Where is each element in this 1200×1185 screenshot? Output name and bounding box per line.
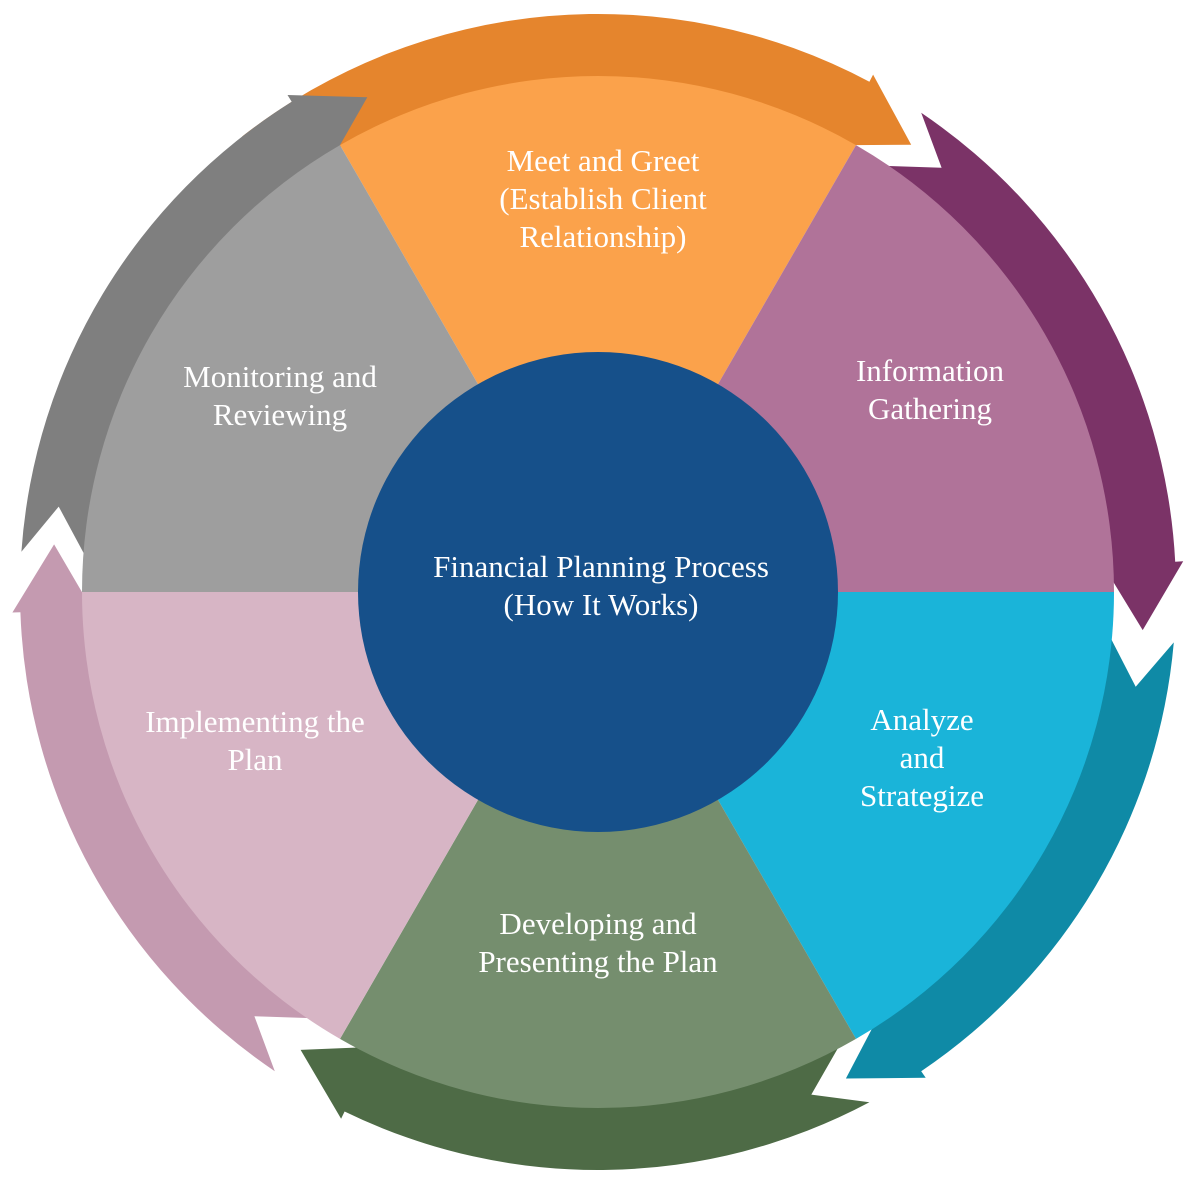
arrow-band-meet-and-greet [242, 13, 912, 188]
step-label-meet-and-greet: Meet and Greet (Establish Client Relatio… [499, 143, 707, 254]
arrow-band-analyze-and-strategize [845, 636, 1174, 1079]
center-circle [358, 352, 838, 832]
segment-meet-and-greet [340, 75, 856, 592]
segment-developing-plan [340, 592, 856, 1109]
step-label-information-gathering: Information Gathering [855, 353, 1005, 426]
arrow-band-information-gathering [885, 112, 1184, 631]
step-label-monitoring-reviewing: Monitoring and Reviewing [183, 359, 377, 432]
arrow-band-developing-plan [300, 1045, 870, 1170]
arrow-band-monitoring-reviewing [21, 95, 368, 557]
step-label-implementing-plan: Implementing the Plan [145, 704, 365, 777]
step-label-developing-plan: Developing and Presenting the Plan [478, 906, 718, 979]
step-label-analyze-and-strategize: Analyze and Strategize [860, 702, 984, 813]
arrow-band-implementing-plan [12, 544, 311, 1072]
center-title: Financial Planning Process (How It Works… [433, 549, 769, 622]
